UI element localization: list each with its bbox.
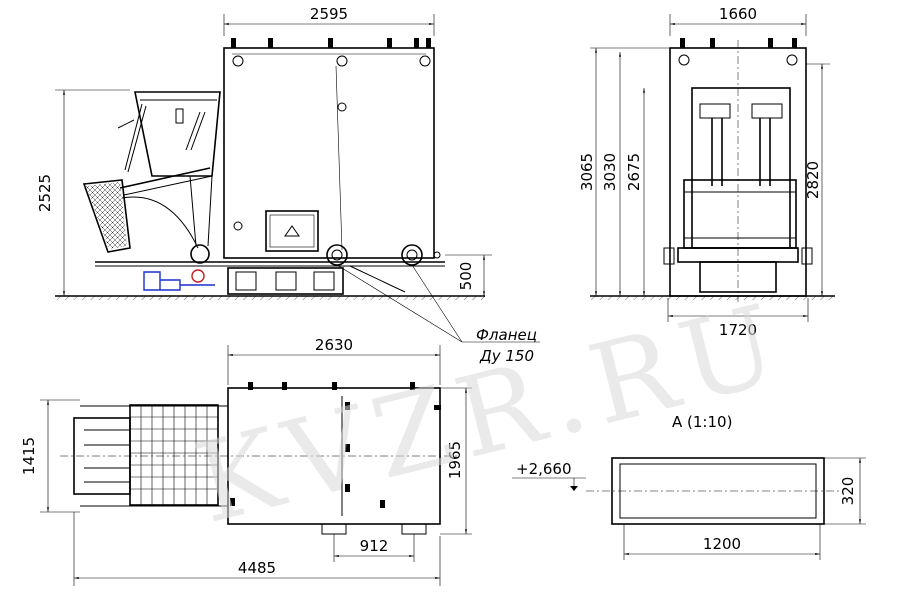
side-bolt bbox=[337, 102, 347, 112]
side-bolt bbox=[232, 55, 244, 67]
side-inspection-hatch bbox=[265, 210, 319, 252]
front-cylinder-block bbox=[751, 103, 783, 119]
side-base-pocket bbox=[313, 271, 335, 291]
side-hopper bbox=[134, 91, 221, 177]
front-dim-0: 3065 bbox=[578, 153, 596, 191]
top-right-dim: 1965 bbox=[446, 441, 464, 479]
side-flange-1-inner bbox=[331, 249, 343, 261]
front-ground-hatch bbox=[590, 296, 835, 300]
front-right-bracket bbox=[801, 247, 813, 265]
side-base-frame bbox=[227, 267, 344, 295]
side-hatch-symbol bbox=[284, 225, 300, 237]
side-hopper-leg-2 bbox=[207, 175, 213, 247]
front-bolt bbox=[678, 54, 690, 66]
side-top-bolts bbox=[231, 38, 431, 48]
front-bolt bbox=[786, 54, 798, 66]
front-bottom-dim: 1720 bbox=[719, 321, 757, 339]
front-left-bracket bbox=[663, 247, 675, 265]
side-hopper-arm-2 bbox=[190, 111, 206, 151]
detail-a-title: A (1:10) bbox=[672, 413, 732, 431]
side-base-pocket bbox=[235, 271, 257, 291]
front-dim-3: 2820 bbox=[804, 161, 822, 199]
top-flange-right bbox=[401, 523, 427, 535]
top-width-dim: 2630 bbox=[315, 336, 353, 354]
side-cylinder-cap bbox=[117, 119, 135, 129]
side-bolt bbox=[336, 55, 348, 67]
side-chute-curve bbox=[121, 196, 199, 249]
front-top-bolts bbox=[680, 38, 797, 48]
detail-a-elevation: +2,660 bbox=[516, 460, 572, 478]
top-bottom-dim: 912 bbox=[360, 537, 389, 555]
side-lift-arm-2 bbox=[123, 175, 213, 196]
side-cylinder bbox=[124, 103, 143, 171]
front-cylinder-block bbox=[699, 103, 731, 119]
top-loader-grid bbox=[130, 405, 218, 505]
side-base-dim: 500 bbox=[457, 262, 475, 291]
front-view: 1660 3065 3030 2675 2820 1720 bbox=[578, 5, 835, 339]
flange-leader-2 bbox=[411, 264, 463, 343]
side-small-flange bbox=[433, 251, 441, 259]
side-lift-arm bbox=[119, 167, 211, 189]
side-base-pocket bbox=[275, 271, 297, 291]
side-ground-hatch bbox=[55, 296, 485, 300]
top-drive-unit bbox=[73, 417, 131, 495]
detail-a-outer bbox=[611, 457, 825, 525]
side-bolt bbox=[233, 221, 243, 231]
front-top-dim: 1660 bbox=[719, 5, 757, 23]
side-hopper-handle bbox=[175, 108, 184, 124]
side-drive-motor bbox=[143, 271, 181, 291]
side-hopper-leg bbox=[189, 175, 197, 247]
flange-leader-1 bbox=[336, 264, 463, 343]
detail-a-elevation-marker bbox=[570, 486, 578, 491]
top-total-dim: 4485 bbox=[238, 559, 276, 577]
flange-note-line1: Фланец bbox=[476, 326, 537, 344]
side-width-dim: 2595 bbox=[310, 5, 348, 23]
side-hatch-inner bbox=[269, 214, 315, 248]
side-cylinder-2 bbox=[127, 105, 147, 173]
front-dim-1: 3030 bbox=[601, 153, 619, 191]
top-bolts bbox=[230, 382, 441, 508]
detail-a-width-dim: 1200 bbox=[703, 535, 741, 553]
top-flange-left bbox=[321, 523, 347, 535]
top-view: 2630 1415 1965 912 4485 bbox=[20, 336, 472, 586]
detail-a: A (1:10) +2,660 320 1200 bbox=[512, 413, 866, 560]
side-height-dim: 2525 bbox=[36, 174, 54, 212]
front-inner-frame bbox=[691, 87, 791, 249]
side-pivot-wheel bbox=[190, 244, 210, 264]
side-strut bbox=[349, 265, 406, 293]
side-housing bbox=[223, 47, 435, 259]
side-flange-2-inner bbox=[406, 249, 418, 261]
side-hopper-arm bbox=[185, 111, 201, 151]
side-view: 2595 2525 500 bbox=[36, 5, 492, 300]
front-dim-2: 2675 bbox=[625, 153, 643, 191]
side-drive-gear bbox=[191, 269, 205, 283]
top-left-dim: 1415 bbox=[20, 437, 38, 475]
side-bolt bbox=[419, 55, 431, 67]
watermark: KVZR.RU bbox=[184, 278, 798, 548]
side-inner-line bbox=[335, 65, 343, 251]
side-bucket bbox=[82, 179, 131, 253]
flange-note: Фланец Ду 150 bbox=[336, 264, 540, 365]
front-base bbox=[699, 261, 777, 293]
side-bucket-mesh bbox=[86, 182, 127, 249]
detail-a-height-dim: 320 bbox=[839, 477, 857, 506]
flange-note-line2: Ду 150 bbox=[479, 347, 534, 365]
